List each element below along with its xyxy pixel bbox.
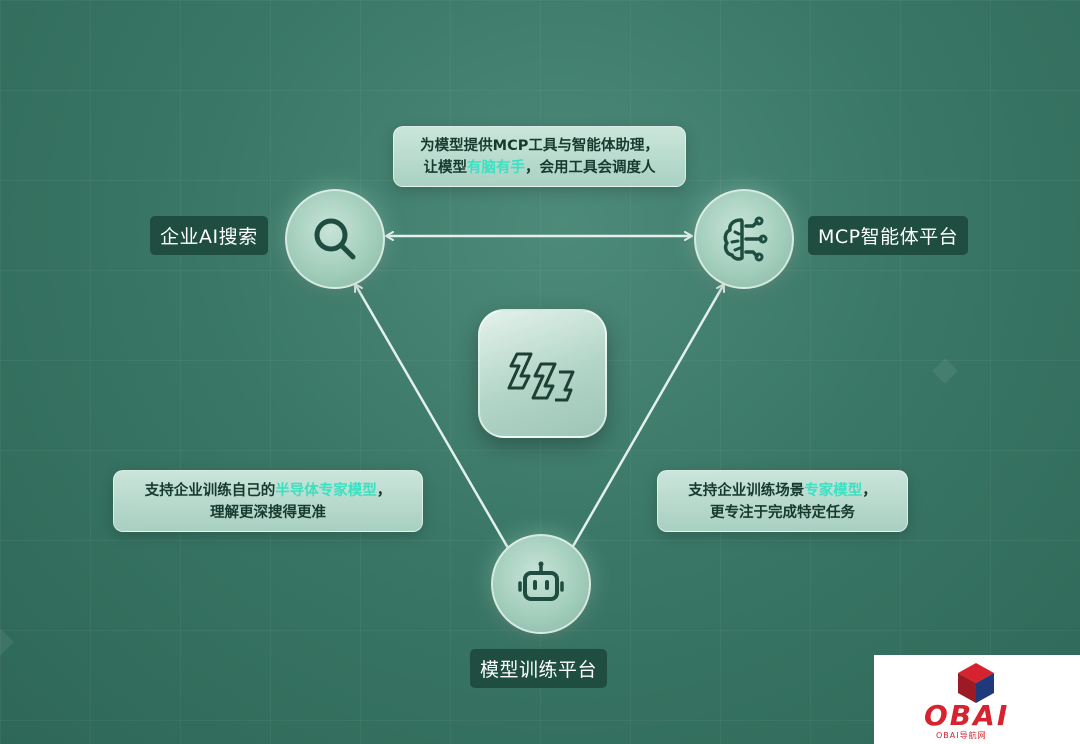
arrow-training-mcp [570,283,726,549]
watermark: OBAI OBAI导航网 [874,655,1080,744]
callout-left: 支持企业训练自己的半导体专家模型， 理解更深搜得更准 [113,470,423,532]
training-node[interactable] [491,534,591,634]
callout-right: 支持企业训练场景专家模型， 更专注于完成特定任务 [657,470,908,532]
callout-right-line2: 更专注于完成特定任务 [710,505,855,521]
callout-left-line2: 理解更深搜得更准 [210,505,326,521]
mcp-node-label: MCP智能体平台 [808,216,969,255]
search-icon [314,218,356,260]
watermark-brand: OBAI [924,699,1010,732]
logo-icon [507,352,574,401]
robot-icon [518,561,564,601]
brain-icon [723,216,768,262]
callout-left-highlight: 半导体专家模型 [275,483,377,499]
callout-right-highlight: 专家模型 [804,483,863,499]
callout-top-line2: 让模型有脑有手，会用工具会调度人 [423,160,656,176]
callout-top: 为模型提供MCP工具与智能体助理， 让模型有脑有手，会用工具会调度人 [393,126,686,187]
callout-right-line1: 支持企业训练场景专家模型， [688,483,877,499]
mcp-node[interactable] [694,189,794,289]
center-logo-tile [478,309,607,438]
search-node-label: 企业AI搜索 [150,216,268,255]
arrow-training-search [353,283,510,549]
callout-top-highlight: 有脑有手 [467,160,525,176]
callout-left-line1: 支持企业训练自己的半导体专家模型， [144,483,392,499]
search-node[interactable] [285,189,385,289]
training-node-label: 模型训练平台 [470,649,608,688]
callout-top-line1: 为模型提供MCP工具与智能体助理， [420,138,659,154]
cube-logo-icon [958,663,994,703]
watermark-subtitle: OBAI导航网 [936,731,987,740]
